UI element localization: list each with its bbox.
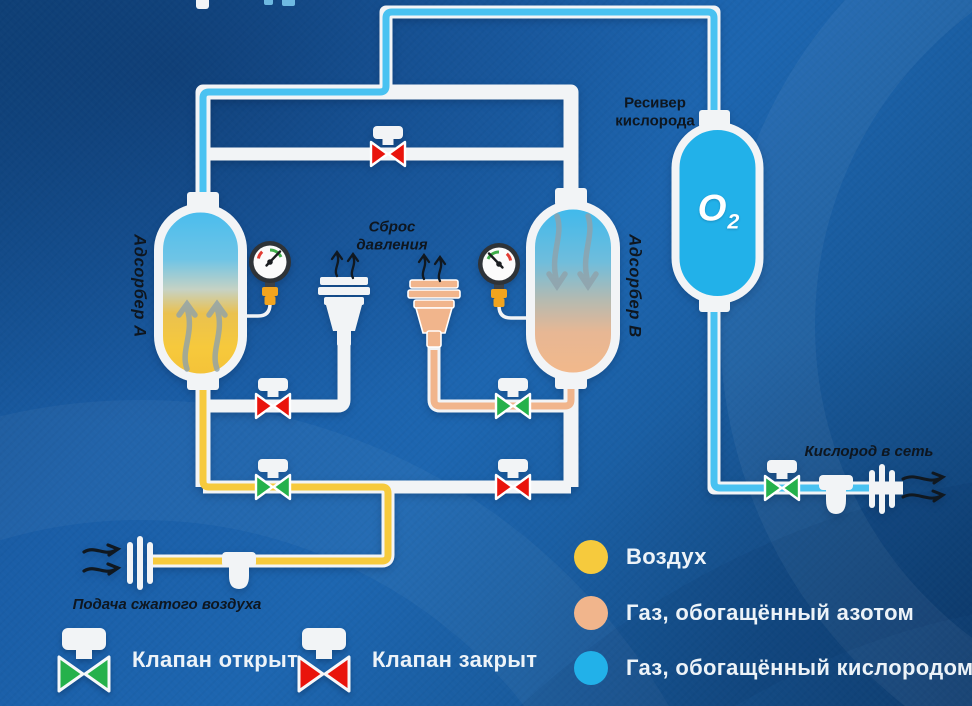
oxygen-receiver-vessel	[671, 122, 764, 304]
adsorber-b-label: Адсорбер В	[625, 234, 644, 338]
air-inlet-filter	[127, 536, 153, 590]
adsorber-a-up-arrows	[176, 299, 228, 372]
legend-air-label: Воздух	[626, 544, 707, 569]
pressure-release-label: Сброс давления	[356, 218, 428, 253]
valve-open-icon	[57, 628, 111, 693]
oxygen-out-label: Кислород в сеть	[804, 443, 934, 461]
air-supply-label: Подача сжатого воздуха	[72, 596, 262, 614]
flow-oxygen-outlet	[710, 298, 874, 492]
adsorber-b-down-arrows	[546, 213, 599, 291]
legend-air: Воздух	[574, 540, 707, 574]
legend-oxygen: Газ, обогащённый кислородом	[574, 651, 972, 685]
receiver-o2-symbol: O2	[697, 187, 741, 234]
flow-oxygen-product	[199, 8, 718, 210]
receiver-label: Ресивер кислорода	[615, 94, 695, 129]
pipe-air-inlet	[152, 487, 395, 568]
air-line-drain	[222, 552, 256, 589]
adsorber-a-label: Адсорбер А	[130, 234, 149, 338]
oxygen-line-drain	[819, 475, 853, 514]
oxygen-outlet-filter	[869, 464, 895, 514]
legend-nitrogen-label: Газ, обогащённый азотом	[626, 600, 915, 625]
legend-oxygen-label: Газ, обогащённый кислородом	[626, 655, 972, 680]
valve-equalization-closed	[369, 126, 407, 168]
nitrogen-color-dot	[574, 596, 608, 630]
oxygen-color-dot	[574, 651, 608, 685]
muffler-a	[318, 277, 370, 346]
vessels	[154, 122, 764, 383]
oxygen-outlet-arrows	[901, 471, 947, 503]
vent-arrows	[330, 250, 447, 283]
legend-valve-closed: Клапан закрыт	[296, 626, 537, 694]
valve-vent-b-open	[494, 378, 532, 420]
legend-valve-open: Клапан открыт	[56, 626, 298, 694]
legend-valve-open-label: Клапан открыт	[132, 647, 299, 672]
pipe-vent-a	[203, 345, 351, 413]
valve-feed-b-closed	[494, 459, 532, 501]
pressure-gauge-a	[245, 241, 291, 318]
pressure-gauge-b	[478, 243, 534, 320]
legend-valve-closed-label: Клапан закрыт	[372, 647, 538, 672]
air-color-dot	[574, 540, 608, 574]
flow-air	[152, 386, 392, 565]
valve-oxygen-outlet-open	[763, 460, 801, 502]
legend-nitrogen: Газ, обогащённый азотом	[574, 596, 914, 630]
valve-vent-a-closed	[254, 378, 292, 420]
adsorber-b-vessel	[526, 200, 620, 382]
adsorber-a-vessel	[154, 203, 247, 383]
air-inlet-arrows	[82, 543, 122, 576]
muffler-b	[407, 279, 461, 348]
valve-closed-icon	[297, 628, 351, 693]
valve-feed-a-open	[254, 459, 292, 501]
